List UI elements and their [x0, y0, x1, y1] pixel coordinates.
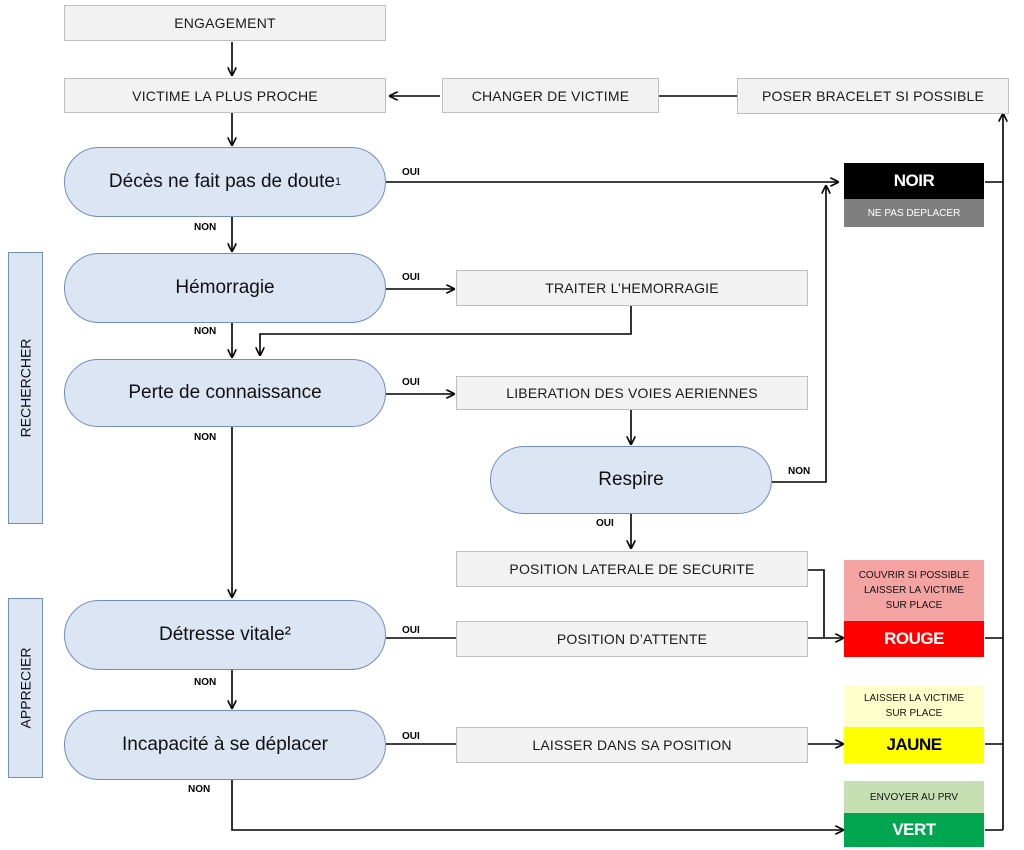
- category-vert: VERT: [844, 813, 984, 847]
- category-rouge: ROUGE: [844, 621, 984, 657]
- rouge-note-line-1: COUVRIR SI POSSIBLE: [858, 570, 970, 581]
- arrow-traiter-return: [260, 306, 632, 355]
- action-traiter-hemorragie: TRAITER L’HEMORRAGIE: [456, 270, 808, 306]
- category-noir-note: NE PAS DEPLACER: [844, 199, 984, 227]
- jaune-note-line-2: SUR PLACE: [885, 708, 943, 719]
- edge-label-perte-oui: OUI: [402, 377, 420, 388]
- action-position-attente: POSITION D’ATTENTE: [456, 621, 808, 657]
- phase-apprecier-label: APPRECIER: [17, 647, 34, 729]
- category-noir: NOIR: [844, 163, 984, 199]
- decision-respire: Respire: [490, 446, 772, 514]
- action-position-laterale: POSITION LATERALE DE SECURITE: [456, 551, 808, 587]
- node-engagement: ENGAGEMENT: [64, 5, 386, 41]
- decision-incapacite: Incapacité à se déplacer: [64, 710, 386, 780]
- arrow-respire-noir: [772, 186, 826, 483]
- decision-hemorragie: Hémorragie: [64, 253, 386, 323]
- edge-label-respire-non: NON: [788, 466, 811, 477]
- edge-label-incapacite-oui: OUI: [402, 731, 420, 742]
- decision-perte-connaissance: Perte de connaissance: [64, 359, 386, 427]
- decision-detresse-vitale: Détresse vitale²: [64, 600, 386, 670]
- action-liberation-voies: LIBERATION DES VOIES AERIENNES: [456, 376, 808, 410]
- edge-label-perte-non: NON: [194, 432, 217, 443]
- node-victime-plus-proche: VICTIME LA PLUS PROCHE: [64, 78, 386, 113]
- category-vert-note: ENVOYER AU PRV: [844, 781, 984, 813]
- phase-rechercher: RECHERCHER: [8, 252, 43, 524]
- phase-rechercher-label: RECHERCHER: [17, 338, 34, 438]
- node-changer-victime: CHANGER DE VICTIME: [442, 78, 659, 113]
- line-pls-rouge: [808, 569, 825, 637]
- edge-label-incapacite-non: NON: [188, 784, 211, 795]
- jaune-note-line-1: LAISSER LA VICTIME: [863, 693, 965, 704]
- edge-label-detresse-oui: OUI: [402, 625, 420, 636]
- edge-label-deces-oui: OUI: [402, 167, 420, 178]
- edge-label-detresse-non: NON: [194, 677, 217, 688]
- phase-apprecier: APPRECIER: [8, 598, 43, 778]
- edge-label-hemorragie-non: NON: [194, 326, 217, 337]
- category-jaune-note: LAISSER LA VICTIME SUR PLACE: [844, 685, 984, 727]
- node-poser-bracelet: POSER BRACELET SI POSSIBLE: [737, 78, 1009, 114]
- edge-label-respire-oui: OUI: [596, 518, 614, 529]
- category-jaune: JAUNE: [844, 727, 984, 763]
- action-laisser-position: LAISSER DANS SA POSITION: [456, 727, 808, 763]
- arrow-incapacite-vert: [231, 780, 843, 830]
- edge-label-deces-non: NON: [194, 222, 217, 233]
- category-rouge-note: COUVRIR SI POSSIBLE LAISSER LA VICTIME S…: [844, 560, 984, 621]
- rouge-note-line-2: LAISSER LA VICTIME: [863, 585, 965, 596]
- edge-label-hemorragie-oui: OUI: [402, 272, 420, 283]
- rouge-note-line-3: SUR PLACE: [885, 600, 943, 611]
- decision-deces-label: Décès ne fait pas de doute: [108, 171, 335, 192]
